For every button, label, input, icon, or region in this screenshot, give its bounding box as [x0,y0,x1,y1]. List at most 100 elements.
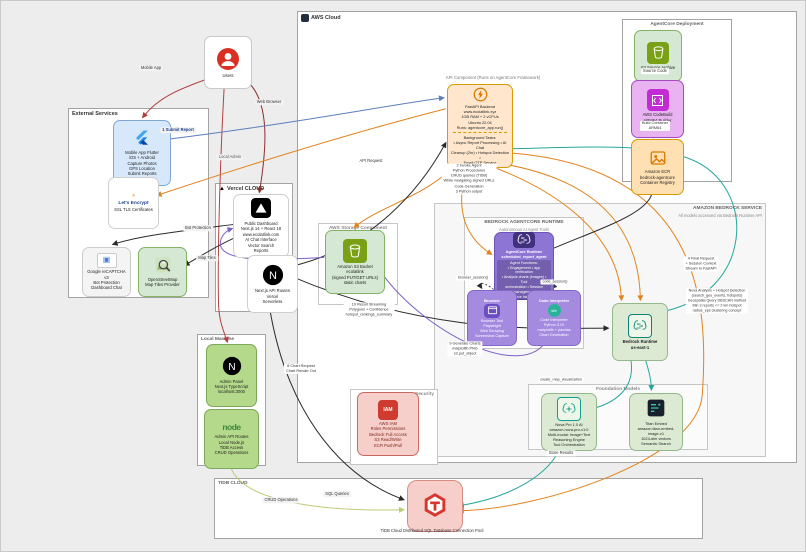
edge-label-local-admin: Local Admin [216,154,244,160]
ecr-node[interactable]: Amazon ECR bedrock-agentcore Container R… [631,139,684,195]
node-api-node[interactable]: node Admin API Routes Local Node.js TiDB… [204,409,259,469]
bedrock-brain-icon [628,314,652,339]
s3-bucket-label: Amazon S3 Bucket ecolatlink (signed PUT/… [332,263,378,285]
code-interpreter-icon: </> [547,304,561,318]
codebuild-node[interactable]: AWS CodeBuild ARM64 Builder ~60 seconds [631,80,684,138]
edge-label-final-request: 4 Final Request + Session Context Stream… [683,256,719,272]
edge-label-map-tiles: Map Tiles [196,255,218,261]
agentcore-runtime-title: AgentCore Runtime scheduled_report_agent [501,248,547,259]
edge-users-flutter [142,76,214,119]
s3-source-archive-node[interactable]: S3 Source Archive [634,30,682,82]
bedrock-runtime-label: Bedrock Runtime us-east-1 [622,339,658,350]
edge-bedrockruntime-fastapi [506,145,738,313]
agentcore-runtime-box-label: BEDROCK AGENTCORE RUNTIME [484,220,564,225]
agentcore-brain-icon [513,231,535,248]
fastapi-backend-node[interactable]: FastAPI Backend www.ecolatlink.xyz 1GB R… [447,84,513,168]
lets-encrypt-label: SSL TLS Certificates [114,207,153,213]
nodejs-icon: node [222,422,241,433]
edge-bedrockruntime-novapro [590,352,632,411]
edge-label-submit-report: 1 Submit Report [160,127,196,133]
edge-label-web-browser: Web Browser [254,99,284,105]
edge-users-admin-panel [217,82,229,344]
edge-label-map-visualization: create_map_visualization [538,377,584,383]
fastapi-label: FastAPI Backend www.ecolatlink.xyz 1GB R… [456,104,504,130]
openstreetmap-label: OpenStreetMap Map Tiles Provider [145,276,180,288]
nextjs-icon: N [262,264,284,287]
code-interpreter-tile-label: Code Interpreter [538,298,570,304]
edge-label-invoke-block: 2 Invoke Agent Python Procedures CRUD qu… [441,163,497,195]
edge-ecr-agentcore [547,188,653,252]
iam-node[interactable]: IAM AWS IAM Roles Permissions Bedrock Fu… [357,392,419,456]
vercel-icon [251,198,271,219]
nova-pro-node[interactable]: Nova Pro 1.0 AI amazon.nova-pro-v1:0 Mul… [541,393,597,451]
users-label: Users [222,73,234,78]
vercel-cloud-label: Vercel CLOUD [226,186,265,192]
edge-label-code-session: code_session() [540,279,570,285]
edge-label-mobile-app: Mobile App [138,65,164,71]
nova-pro-label: Nova Pro 1.0 AI amazon.nova-pro-v1:0 Mul… [547,421,591,448]
bedrock-runtime-node[interactable]: Bedrock Runtime us-east-1 [612,303,668,361]
fastapi-divider [453,131,507,133]
fastapi-icon [473,87,488,103]
codebuild-icon [646,89,669,112]
edge-fastapi-bedrock-2 [487,161,644,302]
agentcore-runtime-box-sublabel: Autonomous AI Agent Tools [499,227,549,232]
edge-label-source-code: Source Code [641,68,669,74]
vercel-cloud-header: ▲ Vercel CLOUD [216,184,292,194]
edge-flutter-fastapi [164,95,445,141]
iam-label: AWS IAM Roles Permissions Bedrock Full A… [369,420,407,448]
edge-fastapi-bedrock-1 [477,161,625,302]
nextjs-api-node[interactable]: N Next.js API Routes Vercel Serverless [247,255,298,313]
agentcore-runtime-node[interactable]: AgentCore Runtime scheduled_report_agent… [494,231,554,301]
aws-cloud-header: AWS Cloud [298,12,796,24]
recaptcha-icon: ▣ [96,253,117,269]
admin-panel-label: Admin Panel Next.js TypeScript localhost… [214,378,249,395]
tidb-caption: TiDB Cloud Distributed SQL Database Conn… [380,528,484,533]
edge-nextapi-tidb [268,306,405,501]
edge-fastapi-letsencrypt [155,108,447,197]
ecr-label: Amazon ECR bedrock-agentcore Container R… [640,169,675,185]
edge-label-sql-queries: SQL Queries [323,491,351,497]
tidb-node[interactable] [407,480,463,532]
aws-cloud-label: AWS Cloud [311,15,341,21]
edge-label-api-request: API Request [357,158,385,164]
edge-label-build-container: Build Container ARM64 [640,120,670,132]
aws-cloud-icon [301,14,309,22]
browser-tool-node[interactable]: Browser Browser Tool Playwright Web Scra… [467,290,517,346]
openstreetmap-node[interactable]: OpenStreetMap Map Tiles Provider [138,247,187,297]
map-magnifier-icon [154,256,172,275]
flutter-icon [133,129,151,148]
vercel-dashboard-node[interactable]: Public Dashboard Next.js 14 + React 18 w… [233,194,289,258]
iam-icon: IAM [378,399,398,420]
vercel-dashboard-label: Public Dashboard Next.js 14 + React 18 w… [240,220,282,254]
agentcore-deployment-label: AgentCore Deployment [650,22,704,27]
admin-panel-node[interactable]: N Admin Panel Next.js TypeScript localho… [206,344,257,407]
titan-embed-icon [646,398,666,419]
code-interpreter-node[interactable]: Code Interpreter </> Code Interpreter Py… [527,290,581,346]
s3-bucket-node[interactable]: Amazon S3 Bucket ecolatlink (signed PUT/… [325,230,385,294]
edge-label-bot-protection: Bot Protection [183,225,213,231]
edge-nodeapi-tidb [228,461,405,513]
titan-embed-label: Titan Embed amazon.titan-embed-image-v1 … [637,420,675,446]
external-services-label: External Services [72,111,118,117]
edge-label-generate-charts: 9 Generate Charts matplotlib PNG s3.put_… [447,341,483,357]
recaptcha-node[interactable]: ▣ Google reCAPTCHA v3 Bot Protection Das… [82,247,131,297]
vercel-logo-icon: ▲ [219,186,225,192]
user-icon [216,47,240,72]
edge-dashboard-osm [183,237,234,266]
lets-encrypt-node[interactable]: ☀ Let's Encrypt SSL TLS Certificates [108,177,159,229]
browser-tile-label: Browser [483,297,500,303]
edge-label-result-streaming: 10 Result Streaming Polygons + Confidenc… [343,302,395,318]
users-node[interactable]: Users [204,36,252,89]
edge-label-browser-session: browser_session() [455,275,491,281]
tidb-cloud-label: TIDB CLOUD [218,481,248,486]
svg-text:N: N [228,362,235,373]
edge-dashboard-recaptcha [111,223,234,246]
s3-source-archive-label: S3 Source Archive [641,65,675,70]
api-component-label: API Component (Runs on AgentCore Framewo… [445,75,541,80]
s3-bucket-icon [647,41,669,64]
svg-text:N: N [269,270,277,282]
titan-embed-node[interactable]: Titan Embed amazon.titan-embed-image-v1 … [629,393,683,451]
ecr-icon [649,149,667,168]
